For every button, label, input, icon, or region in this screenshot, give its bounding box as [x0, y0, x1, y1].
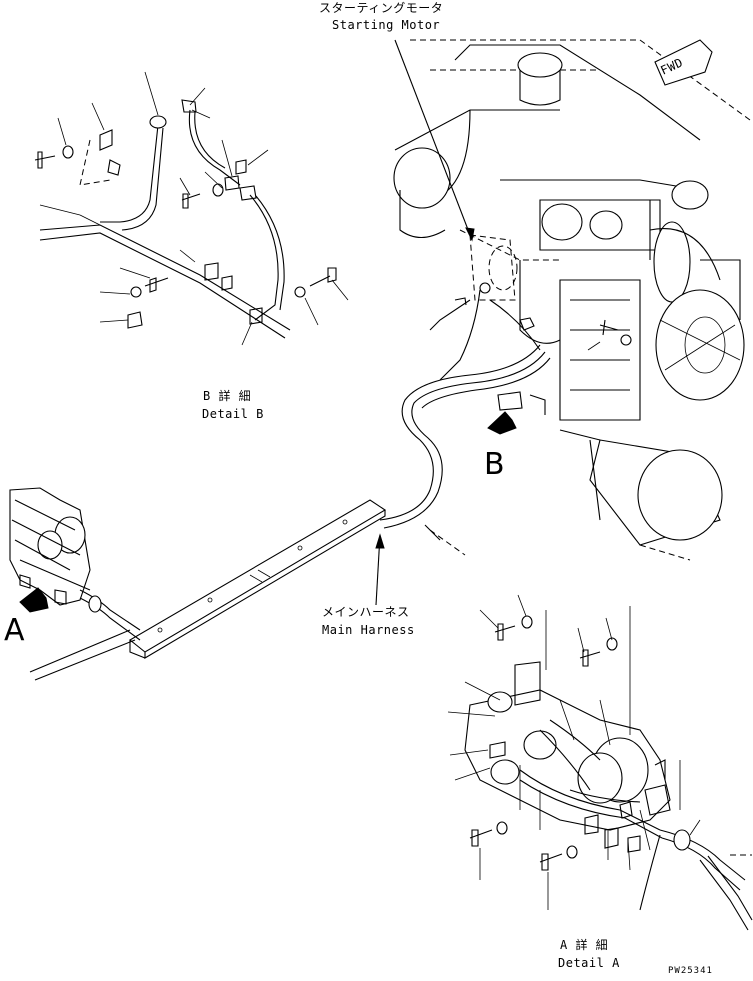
detail-a-marker: A: [4, 587, 49, 648]
starting-motor-label-jp: スターティングモータ: [319, 1, 443, 15]
starting-motor-leader: [394, 39, 473, 241]
starting-motor-label-en: Starting Motor: [332, 18, 440, 32]
detail-b-drawing: [34, 71, 349, 346]
main-harness-route: [379, 344, 551, 556]
main-harness-label-en: Main Harness: [322, 623, 415, 637]
frame-rail: [29, 499, 387, 681]
detail-a-title-en: Detail A: [558, 956, 620, 970]
detail-a-source-assembly: [9, 487, 141, 641]
detail-b-title-en: Detail B: [202, 407, 264, 421]
detail-b-marker: B: [484, 411, 517, 482]
drawing-number: PW25341: [668, 966, 713, 976]
detail-a-title-jp: A 詳 細: [560, 937, 608, 952]
marker-b-label: B: [484, 447, 505, 482]
marker-a-label: A: [4, 613, 25, 648]
main-harness-label-jp: メインハーネス: [322, 605, 410, 619]
detail-b-title-jp: B 詳 細: [203, 388, 251, 403]
engine-illustration: FWD: [393, 39, 751, 561]
detail-a-drawing: [447, 594, 753, 931]
fwd-arrow-icon: FWD: [654, 39, 713, 86]
engine-harness: [429, 282, 546, 415]
